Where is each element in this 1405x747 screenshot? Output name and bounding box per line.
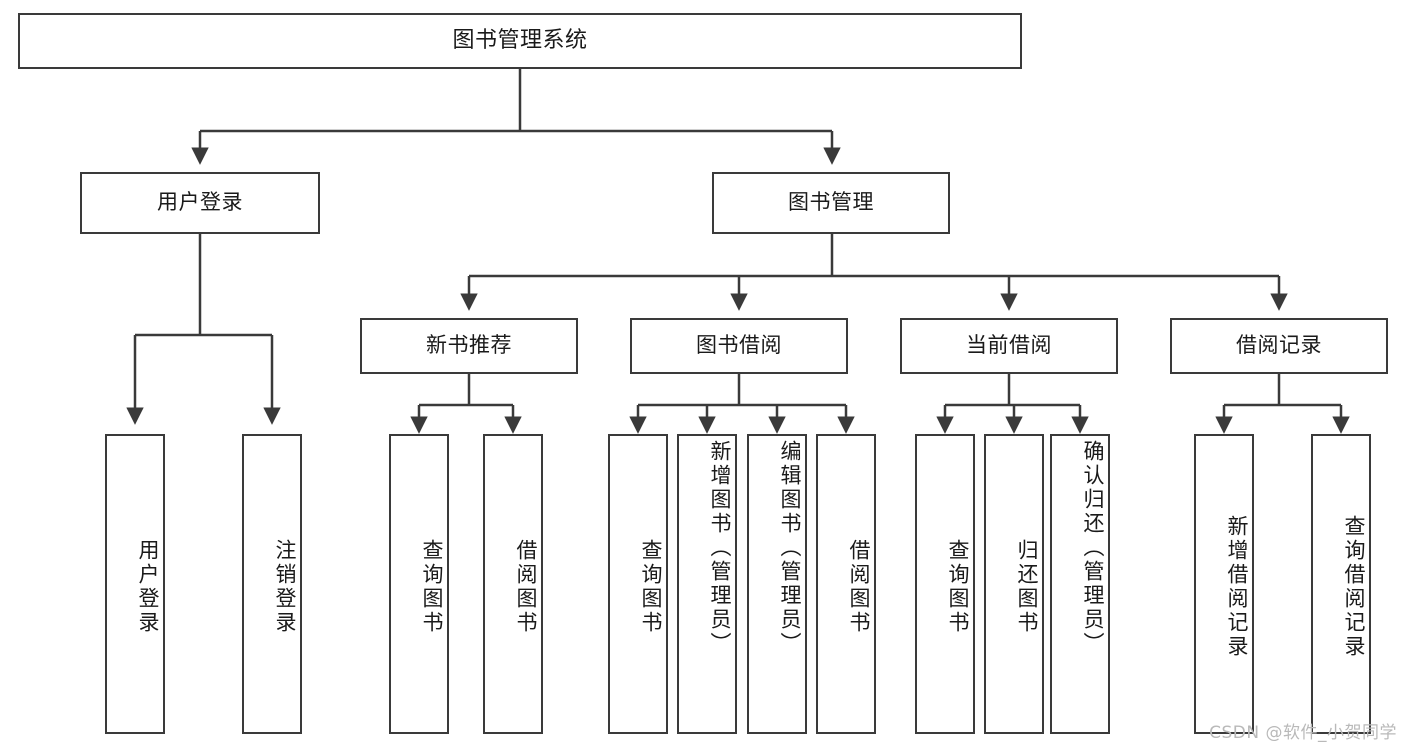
edges-root [191,69,841,165]
leaf-user-login-logout[interactable]: 注销登录 [242,434,302,734]
leaf-label: 借阅图书 [847,539,871,635]
leaf-user-login-login[interactable]: 用户登录 [105,434,165,734]
leaf-label: 查询图书 [420,539,444,635]
node-current-borrow[interactable]: 当前借阅 [900,318,1118,374]
node-book-management[interactable]: 图书管理 [712,172,950,234]
leaf-label: 查询图书 [639,539,663,635]
leaf-book-borrow-borrow-book[interactable]: 借阅图书 [816,434,876,734]
edges-new-book [410,374,522,434]
edges-current-borrow [936,374,1089,434]
leaf-label: 编辑图书（管理员） [778,440,802,656]
edges-user-login [126,234,281,425]
leaf-borrow-record-add-record[interactable]: 新增借阅记录 [1194,434,1254,734]
node-borrow-record[interactable]: 借阅记录 [1170,318,1388,374]
leaf-current-borrow-confirm-return-admin[interactable]: 确认归还（管理员） [1050,434,1110,734]
leaf-borrow-record-query-record[interactable]: 查询借阅记录 [1311,434,1371,734]
leaf-book-borrow-add-book-admin[interactable]: 新增图书（管理员） [677,434,737,734]
leaf-book-borrow-query-book[interactable]: 查询图书 [608,434,668,734]
leaf-current-borrow-return-book[interactable]: 归还图书 [984,434,1044,734]
node-new-book-recommend[interactable]: 新书推荐 [360,318,578,374]
leaf-new-book-query-book[interactable]: 查询图书 [389,434,449,734]
leaf-label: 新增图书（管理员） [708,440,732,656]
leaf-label: 借阅图书 [514,539,538,635]
leaf-label: 注销登录 [273,539,297,635]
leaf-current-borrow-query-book[interactable]: 查询图书 [915,434,975,734]
leaf-label: 用户登录 [136,539,160,635]
node-user-login[interactable]: 用户登录 [80,172,320,234]
leaf-new-book-borrow-book[interactable]: 借阅图书 [483,434,543,734]
leaf-label: 查询借阅记录 [1342,515,1366,659]
leaf-book-borrow-edit-book-admin[interactable]: 编辑图书（管理员） [747,434,807,734]
node-book-borrow[interactable]: 图书借阅 [630,318,848,374]
watermark-text: CSDN @软件_小贺同学 [1209,723,1397,743]
node-root-system[interactable]: 图书管理系统 [18,13,1022,69]
edges-borrow-record [1215,374,1350,434]
leaf-label: 归还图书 [1015,539,1039,635]
edges-book-manage [460,234,1288,311]
leaf-label: 新增借阅记录 [1225,515,1249,659]
leaf-label: 查询图书 [946,539,970,635]
leaf-label: 确认归还（管理员） [1081,440,1105,656]
edges-book-borrow [629,374,855,434]
